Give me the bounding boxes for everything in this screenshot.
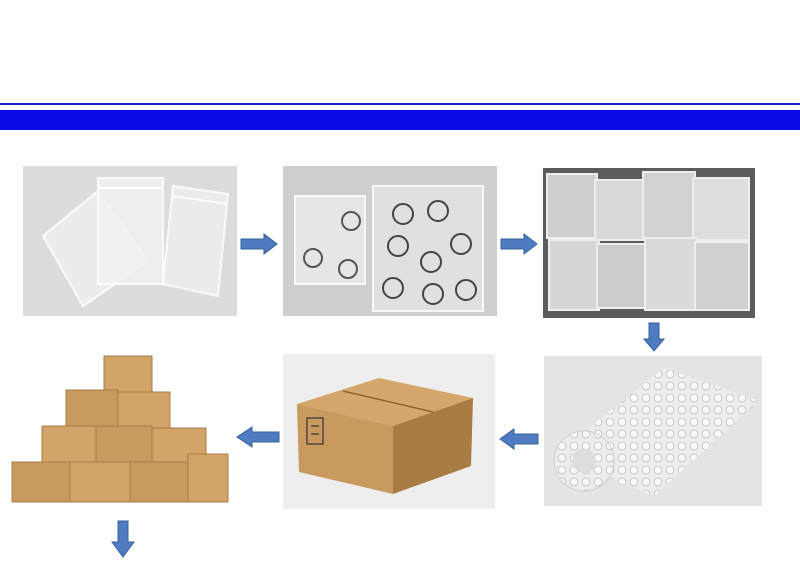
step-1-empty-bags-image <box>23 166 237 316</box>
arrow-down-2 <box>111 520 135 558</box>
header-rule <box>0 103 800 105</box>
step-6-stacked-boxes-image <box>8 350 234 508</box>
step-3-filled-bags-image <box>543 168 755 318</box>
step-5-carton-box-image <box>283 354 495 509</box>
arrow-left-2 <box>236 426 280 448</box>
arrow-right-1 <box>240 233 278 255</box>
arrow-right-2 <box>500 233 538 255</box>
header-divider <box>0 103 800 131</box>
arrow-down-1 <box>643 322 665 352</box>
header-band <box>0 110 800 130</box>
step-2-rings-in-bags-image <box>283 166 497 316</box>
step-4-bubble-wrap-image <box>544 356 762 506</box>
arrow-left-1 <box>499 428 539 450</box>
